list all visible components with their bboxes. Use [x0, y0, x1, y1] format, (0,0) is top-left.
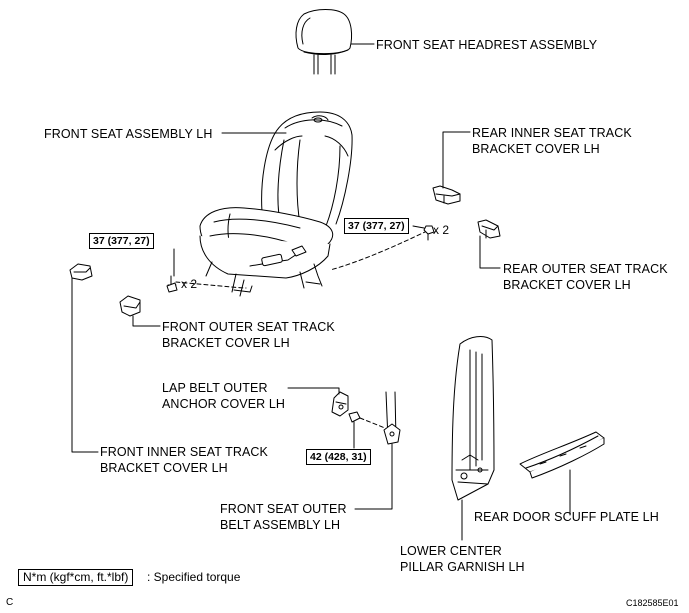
torque-rear-bolt: 37 (377, 27)	[344, 218, 409, 234]
leader-front-inner	[71, 277, 99, 453]
scuff-plate-drawing	[519, 431, 605, 479]
label-front-inner-cover-line1: FRONT INNER SEAT TRACK	[100, 445, 268, 459]
front-inner-cover-drawing	[69, 263, 93, 281]
leader-rear-outer	[479, 235, 501, 269]
lap-belt-cover-drawing	[331, 391, 349, 417]
rear-outer-cover-drawing	[477, 219, 501, 239]
label-rear-inner-cover-line2: BRACKET COVER LH	[472, 142, 600, 156]
qty-front-bolts: x 2	[181, 277, 198, 291]
front-outer-cover-drawing	[119, 295, 141, 317]
figure-id: C182585E01	[626, 598, 679, 608]
torque-front-bolt: 37 (377, 27)	[89, 233, 154, 249]
dash-belt-bolt	[359, 417, 391, 431]
label-scuff-plate: REAR DOOR SCUFF PLATE LH	[474, 510, 659, 524]
label-headrest: FRONT SEAT HEADREST ASSEMBLY	[376, 38, 598, 52]
leader-rear-torque	[412, 225, 425, 229]
pillar-garnish-drawing	[451, 336, 495, 501]
front-bolt-drawing	[166, 275, 178, 293]
rear-inner-cover-drawing	[432, 185, 461, 205]
label-rear-outer-cover-line1: REAR OUTER SEAT TRACK	[503, 262, 668, 276]
leader-lap-belt	[287, 387, 340, 395]
label-seat-assembly: FRONT SEAT ASSEMBLY LH	[44, 127, 213, 141]
label-rear-outer-cover-line2: BRACKET COVER LH	[503, 278, 631, 292]
label-rear-inner-cover-line1: REAR INNER SEAT TRACK	[472, 126, 632, 140]
label-seat-belt-line1: FRONT SEAT OUTER	[220, 502, 347, 516]
leader-belt	[354, 443, 393, 510]
seat-belt-drawing	[383, 391, 401, 445]
corner-letter: C	[6, 597, 14, 608]
leader-rear-inner	[442, 131, 471, 189]
label-lap-belt-cover-line1: LAP BELT OUTER	[162, 381, 268, 395]
torque-belt-bolt: 42 (428, 31)	[306, 449, 371, 465]
label-pillar-garnish-line1: LOWER CENTER	[400, 544, 502, 558]
headrest-drawing	[295, 9, 353, 75]
dash-rear-bolt	[329, 230, 428, 271]
belt-bolt-drawing	[348, 411, 361, 433]
label-front-outer-cover-line1: FRONT OUTER SEAT TRACK	[162, 320, 335, 334]
label-front-outer-cover-line2: BRACKET COVER LH	[162, 336, 290, 350]
label-pillar-garnish-line2: PILLAR GARNISH LH	[400, 560, 525, 574]
label-lap-belt-cover-line2: ANCHOR COVER LH	[162, 397, 286, 411]
leader-front-outer	[132, 315, 161, 327]
dash-front-bolt	[175, 281, 247, 289]
legend-torque-unit: N*m (kgf*cm, ft.*lbf)	[18, 569, 134, 586]
seat-drawing	[199, 111, 353, 297]
label-seat-belt-line2: BELT ASSEMBLY LH	[220, 518, 341, 532]
label-front-inner-cover-line2: BRACKET COVER LH	[100, 461, 228, 475]
rear-bolt-drawing	[423, 225, 435, 241]
legend-torque-meaning: : Specified torque	[147, 570, 241, 584]
qty-rear-bolts: x 2	[433, 223, 450, 237]
